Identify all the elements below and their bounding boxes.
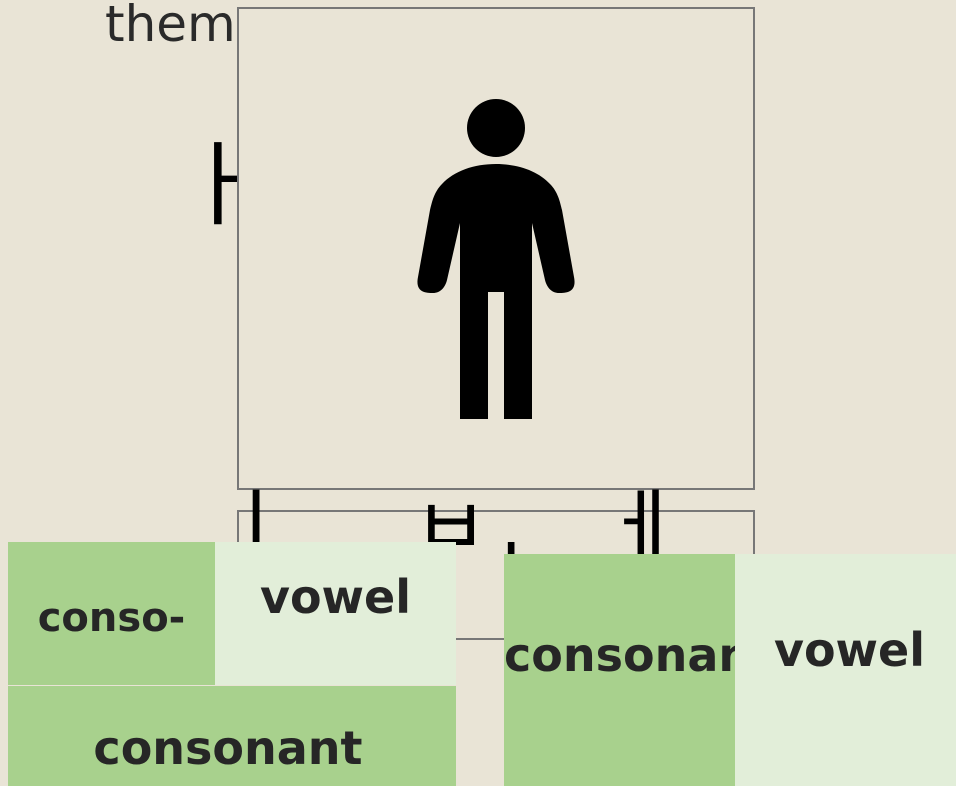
- person-standing-icon: [417, 99, 575, 419]
- vowel-tile[interactable]: vowel: [215, 542, 456, 685]
- consonant-tile-right[interactable]: consonan: [504, 554, 735, 786]
- picture-card: [237, 7, 755, 490]
- consonant-tile-wide[interactable]: consonant: [8, 686, 456, 786]
- vowel-tile-right[interactable]: vowel: [735, 554, 956, 786]
- consonant-tile[interactable]: conso-: [8, 542, 215, 685]
